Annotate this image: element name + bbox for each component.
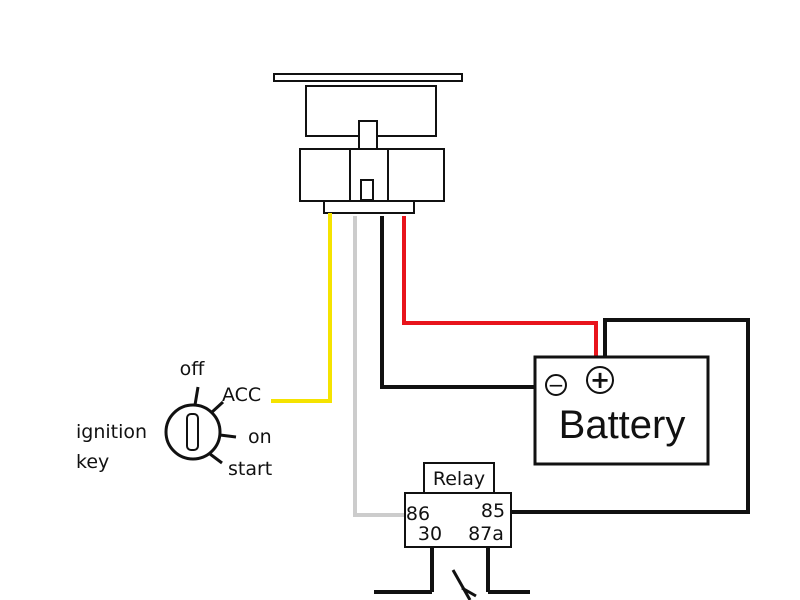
- relay-pin-85: 85: [481, 500, 505, 522]
- black-wire-battery-positive: [508, 318, 750, 514]
- gray-wire: [353, 216, 408, 517]
- ignition-tick-off: [193, 386, 200, 406]
- ignition-tick-on: [219, 433, 237, 439]
- component-stem: [360, 179, 374, 201]
- relay-pin-30: 30: [418, 523, 442, 545]
- relay-pin-87a: 87a: [468, 523, 504, 545]
- ignition-key-slot: [186, 413, 199, 451]
- relay-switch-blade: [451, 569, 472, 600]
- relay-pin-86: 86: [406, 503, 430, 525]
- battery-minus-circle: [545, 374, 567, 396]
- relay-body: [404, 492, 512, 548]
- ignition-label-on: on: [248, 426, 272, 448]
- battery-plus-sign: +: [590, 366, 610, 394]
- red-wire: [402, 216, 598, 358]
- battery-minus-sign: −: [548, 373, 565, 397]
- component-connector: [323, 200, 415, 214]
- ignition-switch: off ACC on start ignition key: [76, 358, 272, 480]
- battery: − + Battery: [533, 355, 710, 466]
- relay-title-box: [423, 462, 495, 494]
- relay: Relay 86 85 30 87a: [374, 462, 530, 600]
- yellow-wire: [271, 213, 332, 403]
- relay-title: Relay: [433, 468, 485, 490]
- ignition-tick-acc: [209, 400, 225, 415]
- component-top-plate: [273, 73, 463, 82]
- black-wire-battery-negative: [380, 216, 538, 389]
- ignition-label-acc: ACC: [222, 384, 261, 406]
- ignition-tick-start: [209, 452, 223, 465]
- battery-label: Battery: [559, 403, 686, 447]
- battery-box: [533, 355, 710, 466]
- battery-plus-circle: [586, 366, 614, 394]
- ignition-label-start: start: [228, 458, 272, 480]
- relay-switch-tick: [461, 586, 477, 598]
- component-shaft: [358, 120, 378, 152]
- ignition-name-line2: key: [76, 451, 109, 473]
- ignition-name-line1: ignition: [76, 421, 147, 443]
- ignition-label-off: off: [180, 358, 206, 380]
- top-component: [273, 73, 463, 214]
